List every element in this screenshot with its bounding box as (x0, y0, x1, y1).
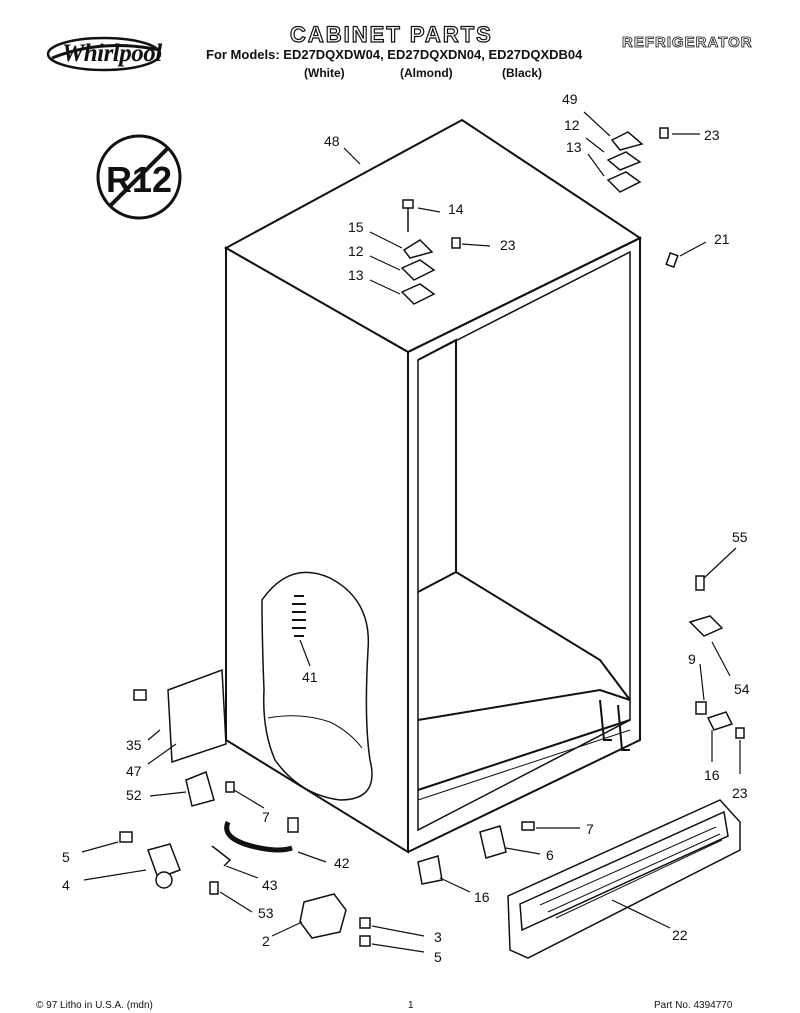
color-almond-label: (Almond) (400, 66, 453, 80)
top-hinge-center (400, 199, 461, 305)
callout-5: 5 (62, 849, 70, 865)
color-black-label: (Black) (502, 66, 543, 80)
callout-14: 14 (448, 201, 464, 217)
callout-16: 16 (704, 767, 720, 783)
callout-5b: 5 (434, 949, 442, 965)
callout-13: 13 (566, 139, 582, 155)
callout-7b: 7 (586, 821, 594, 837)
bottom-components (119, 817, 535, 947)
callout-49: 49 (562, 91, 578, 107)
cabinet-body (223, 118, 643, 854)
callout-labels: 48 49 12 13 23 14 15 12 23 13 21 55 41 9… (62, 91, 750, 965)
callout-42: 42 (334, 855, 350, 871)
callout-15: 15 (348, 219, 364, 235)
left-panel-bracket (133, 668, 235, 807)
leader-lines (81, 111, 741, 953)
callout-22: 22 (672, 927, 688, 943)
callout-23b: 23 (500, 237, 516, 253)
callout-6: 6 (546, 847, 554, 863)
callout-16b: 16 (474, 889, 490, 905)
callout-7: 7 (262, 809, 270, 825)
no-r12-refrigerant-icon: R12 (96, 134, 182, 220)
callout-41: 41 (302, 669, 318, 685)
product-type: REFRIGERATOR (622, 34, 753, 52)
footer-part-number: Part No. 4394770 (654, 1000, 733, 1011)
color-white-label: (White) (304, 66, 345, 80)
callout-54: 54 (734, 681, 750, 697)
callout-2: 2 (262, 933, 270, 949)
callout-23c: 23 (732, 785, 748, 801)
callout-48: 48 (324, 133, 340, 149)
page-title: CABINET PARTS (289, 21, 493, 47)
top-hinge-right (606, 127, 679, 268)
callout-4: 4 (62, 877, 70, 893)
callout-21: 21 (714, 231, 730, 247)
callout-47: 47 (126, 763, 142, 779)
callout-52: 52 (126, 787, 142, 803)
footer-page-number: 1 (408, 1000, 414, 1011)
callout-35: 35 (126, 737, 142, 753)
model-numbers: For Models: ED27DQXDW04, ED27DQXDN04, ED… (206, 47, 583, 62)
callout-3: 3 (434, 929, 442, 945)
callout-53: 53 (258, 905, 274, 921)
callout-12: 12 (564, 117, 580, 133)
callout-43: 43 (262, 877, 278, 893)
callout-9: 9 (688, 651, 696, 667)
bracket-parts-right (688, 575, 745, 739)
callout-13b: 13 (348, 267, 364, 283)
callout-55: 55 (732, 529, 748, 545)
callout-12b: 12 (348, 243, 364, 259)
footer-copyright: © 97 Litho in U.S.A. (mdn) (36, 1000, 153, 1011)
brand-logo-text: Whirlpool (62, 40, 162, 67)
toe-grille (507, 799, 741, 959)
brand-logo-swoosh (46, 36, 162, 72)
callout-23: 23 (704, 127, 720, 143)
